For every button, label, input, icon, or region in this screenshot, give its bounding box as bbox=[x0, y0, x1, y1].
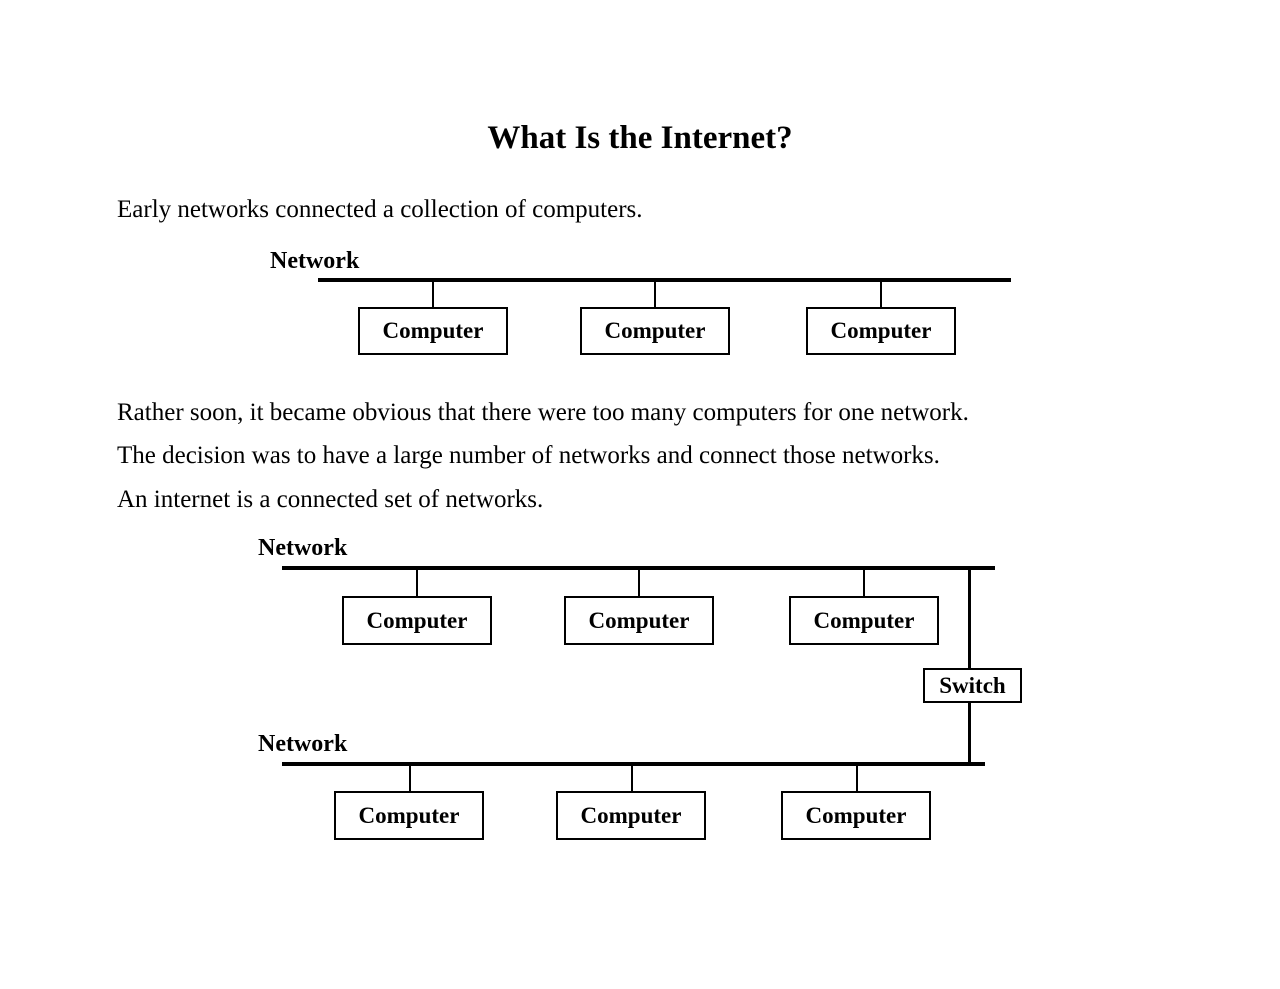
link-line bbox=[631, 764, 633, 791]
network-label: Network bbox=[258, 535, 348, 561]
page-title: What Is the Internet? bbox=[487, 120, 793, 156]
body-text-line: An internet is a connected set of networ… bbox=[117, 486, 544, 513]
link-line bbox=[409, 764, 411, 791]
body-text-line: The decision was to have a large number … bbox=[117, 442, 940, 469]
network-bus-line bbox=[282, 762, 985, 766]
switch-node-label: Switch bbox=[939, 672, 1006, 698]
computer-node-label: Computer bbox=[805, 802, 907, 828]
computer-node-label: Computer bbox=[588, 607, 690, 633]
computer-node-label: Computer bbox=[830, 318, 932, 343]
computer-node-label: Computer bbox=[813, 607, 915, 633]
link-line bbox=[880, 280, 882, 307]
computer-node: Computer bbox=[556, 791, 706, 840]
computer-node-label: Computer bbox=[382, 318, 484, 343]
computer-node: Computer bbox=[358, 307, 508, 355]
computer-node: Computer bbox=[580, 307, 730, 355]
link-line bbox=[654, 280, 656, 307]
link-line bbox=[638, 568, 640, 596]
link-line bbox=[432, 280, 434, 307]
computer-node: Computer bbox=[334, 791, 484, 840]
computer-node-label: Computer bbox=[580, 802, 682, 828]
computer-node: Computer bbox=[564, 596, 714, 645]
computer-node-label: Computer bbox=[604, 318, 706, 343]
computer-node-label: Computer bbox=[366, 607, 468, 633]
switch-link-line bbox=[968, 566, 971, 766]
link-line bbox=[863, 568, 865, 596]
computer-node: Computer bbox=[781, 791, 931, 840]
body-text-line: Rather soon, it became obvious that ther… bbox=[117, 399, 969, 426]
link-line bbox=[416, 568, 418, 596]
switch-node: Switch bbox=[923, 668, 1022, 703]
network-bus-line bbox=[318, 278, 1011, 282]
intro-text: Early networks connected a collection of… bbox=[117, 196, 643, 223]
link-line bbox=[856, 764, 858, 791]
network-label: Network bbox=[258, 731, 348, 757]
network-label: Network bbox=[270, 248, 360, 274]
computer-node: Computer bbox=[806, 307, 956, 355]
computer-node: Computer bbox=[342, 596, 492, 645]
computer-node: Computer bbox=[789, 596, 939, 645]
computer-node-label: Computer bbox=[358, 802, 460, 828]
